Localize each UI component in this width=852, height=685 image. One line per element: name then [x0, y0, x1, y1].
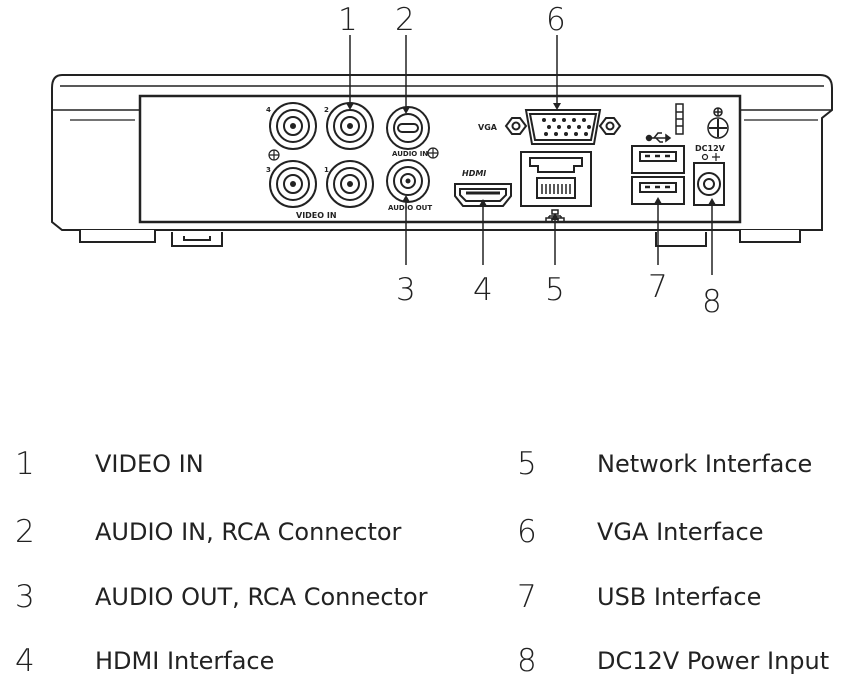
- legend-row: 4 HDMI Interface: [15, 643, 415, 683]
- legend-number: 5: [517, 446, 537, 482]
- legend-number: 1: [15, 446, 35, 482]
- callout-lines: [349, 35, 713, 275]
- bnc-label-1: 1: [324, 166, 329, 174]
- bnc-connector-2[interactable]: [326, 102, 374, 150]
- bnc-connector-4[interactable]: [269, 102, 317, 150]
- network-port-pins: [541, 184, 571, 194]
- legend-number: 2: [15, 514, 35, 550]
- legend-number: 8: [517, 643, 537, 679]
- callout-6: 6: [546, 2, 566, 38]
- rear-panel-diagram: 4 2 3 1 VIDEO IN AUDIO IN AUDIO OUT VGA: [51, 2, 833, 320]
- audio-in-connector[interactable]: [386, 106, 430, 150]
- bnc-label-3: 3: [266, 166, 271, 174]
- callout-5: 5: [545, 272, 565, 308]
- legend-row: 8 DC12V Power Input: [517, 643, 847, 683]
- callout-2: 2: [395, 2, 415, 38]
- legend-label: HDMI Interface: [95, 647, 275, 675]
- ground-icon: [268, 149, 280, 161]
- legend-row: 3 AUDIO OUT, RCA Connector: [15, 579, 455, 619]
- bnc-connector-1[interactable]: [326, 160, 374, 208]
- legend-label: AUDIO OUT, RCA Connector: [95, 583, 428, 611]
- usb-port-bottom[interactable]: [631, 176, 685, 205]
- dc12v-label: DC12V: [695, 144, 726, 153]
- vga-label: VGA: [478, 123, 498, 132]
- bnc-label-2: 2: [324, 106, 329, 114]
- legend-row: 1 VIDEO IN: [15, 446, 415, 486]
- video-in-label: VIDEO IN: [296, 211, 337, 220]
- usb-port-top[interactable]: [631, 145, 685, 174]
- bnc-label-4: 4: [266, 106, 271, 114]
- usb-icon: [645, 132, 672, 143]
- legend-number: 3: [15, 579, 35, 615]
- legend-label: VIDEO IN: [95, 450, 204, 478]
- status-led-strip: [675, 103, 684, 135]
- callout-8: 8: [702, 284, 722, 320]
- audio-in-label: AUDIO IN: [392, 150, 428, 158]
- legend-label: DC12V Power Input: [597, 647, 830, 675]
- legend-label: VGA Interface: [597, 518, 764, 546]
- dc-power-jack[interactable]: [693, 162, 725, 206]
- legend-number: 4: [15, 643, 35, 679]
- callout-7: 7: [648, 269, 668, 305]
- legend-row: 6 VGA Interface: [517, 514, 847, 554]
- legend-number: 6: [517, 514, 537, 550]
- dc-polarity-icon: [701, 153, 720, 161]
- network-port[interactable]: [520, 151, 592, 207]
- hdmi-port[interactable]: [454, 183, 512, 207]
- legend-label: USB Interface: [597, 583, 762, 611]
- callout-3: 3: [396, 272, 416, 308]
- callout-1: 1: [338, 2, 358, 38]
- callout-4: 4: [473, 272, 493, 308]
- legend-row: 7 USB Interface: [517, 579, 847, 619]
- legend-number: 7: [517, 579, 537, 615]
- legend-row: 5 Network Interface: [517, 446, 847, 486]
- bnc-connector-3[interactable]: [269, 160, 317, 208]
- audio-out-connector[interactable]: [386, 159, 430, 203]
- ground-icon: [707, 107, 729, 139]
- hdmi-label: HDMI: [462, 169, 486, 178]
- callout-arrowheads: [346, 103, 716, 220]
- legend-label: Network Interface: [597, 450, 813, 478]
- vga-pins: [542, 118, 591, 136]
- legend: 1 VIDEO IN 2 AUDIO IN, RCA Connector 3 A…: [0, 430, 852, 685]
- audio-out-label: AUDIO OUT: [388, 204, 432, 212]
- legend-row: 2 AUDIO IN, RCA Connector: [15, 514, 415, 554]
- legend-label: AUDIO IN, RCA Connector: [95, 518, 402, 546]
- ground-icon: [427, 147, 439, 159]
